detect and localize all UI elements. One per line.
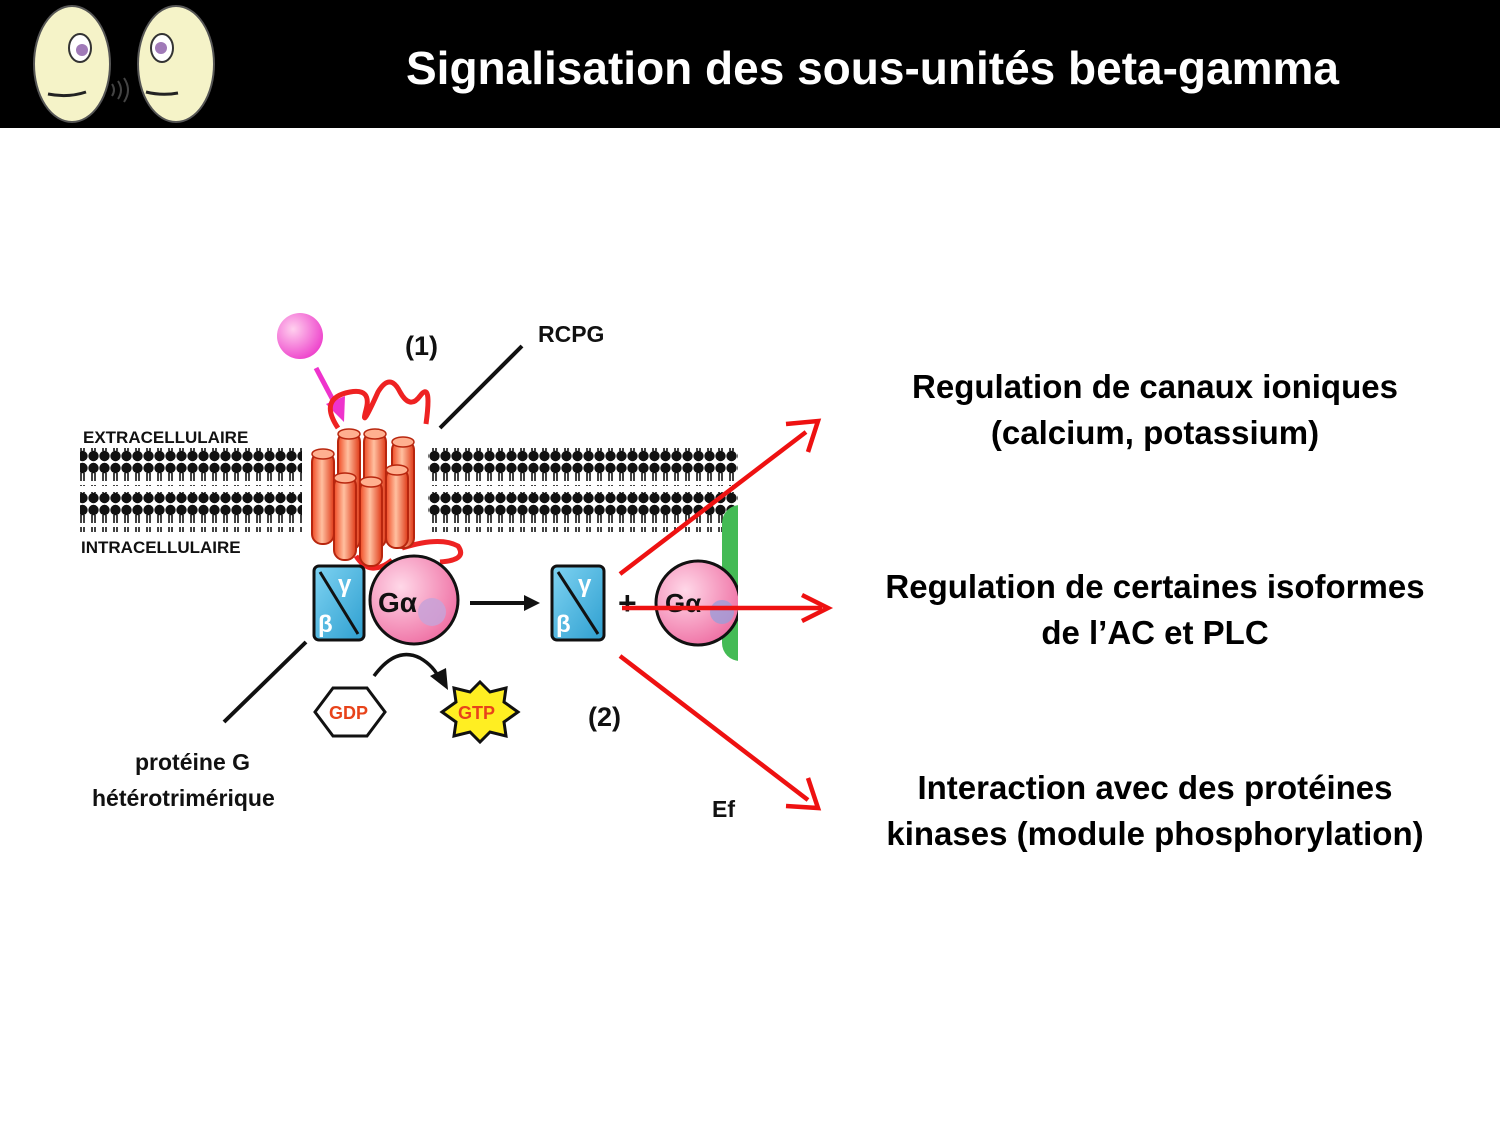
arrow-to-ion-channels — [618, 430, 808, 576]
label-plus: + — [618, 585, 637, 621]
effect-ion-channels-line2: (calcium, potassium) — [990, 414, 1320, 451]
receptor-rcpg — [311, 379, 464, 571]
label-galpha-1: Gα — [378, 587, 417, 618]
gtp-molecule — [439, 679, 521, 745]
effect-kinases: Interaction avec des protéines kinases (… — [830, 765, 1480, 857]
label-step2: (2) — [588, 702, 621, 732]
effect-isoforms-line2: de l’AC et PLC — [1041, 614, 1269, 651]
effect-kinases-line2: kinases (module phosphorylation) — [886, 815, 1424, 852]
label-receptor: RCPG — [538, 321, 604, 347]
ligand — [277, 313, 323, 359]
slide-header: Signalisation des sous-unités beta-gamma — [0, 0, 1500, 128]
effect-ion-channels-line1: Regulation de canaux ioniques — [912, 368, 1398, 405]
label-extracellular: EXTRACELLULAIRE — [83, 428, 248, 447]
slide-title: Signalisation des sous-unités beta-gamma — [406, 42, 1339, 94]
galpha-free — [654, 559, 738, 647]
arrow-to-kinases — [618, 654, 810, 802]
label-gamma-2: γ — [578, 571, 592, 598]
label-step1: (1) — [405, 331, 438, 361]
label-galpha-2: Gα — [665, 588, 701, 618]
gdp-molecule — [313, 686, 387, 738]
effect-isoforms-line1: Regulation de certaines isoformes — [885, 568, 1425, 605]
effect-isoforms: Regulation de certaines isoformes de l’A… — [830, 564, 1480, 656]
label-beta-2: β — [556, 611, 571, 638]
label-intracellular: INTRACELLULAIRE — [81, 538, 241, 557]
g-protein-heterotrimer — [312, 554, 460, 646]
label-effector: Ef — [712, 796, 735, 822]
label-gtp: GTP — [458, 703, 495, 723]
effect-ion-channels: Regulation de canaux ioniques (calcium, … — [830, 364, 1480, 456]
label-gprotein-line1: protéine G — [135, 749, 250, 775]
label-gprotein-line2: hétérotrimérique — [92, 785, 275, 811]
label-beta-1: β — [318, 611, 333, 638]
talking-faces-logo — [33, 5, 215, 123]
label-gdp: GDP — [329, 703, 368, 723]
effect-kinases-line1: Interaction avec des protéines — [917, 769, 1393, 806]
effect-arrows — [618, 418, 834, 811]
label-gamma-1: γ — [338, 571, 352, 598]
